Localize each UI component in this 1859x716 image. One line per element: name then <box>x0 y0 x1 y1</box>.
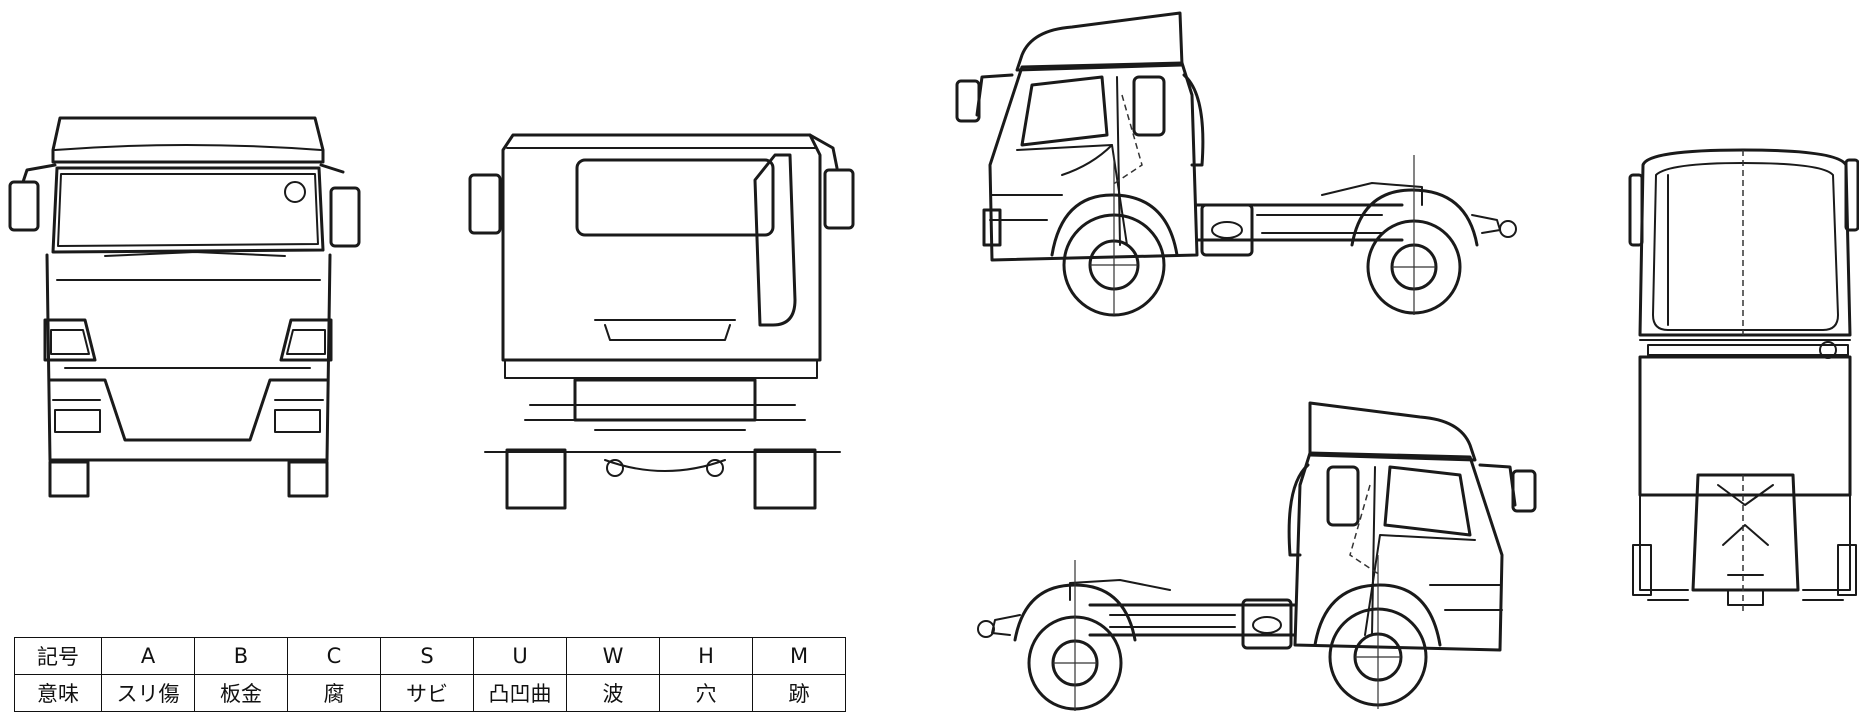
legend-meaning-cell: 腐 <box>287 674 381 712</box>
truck-right-side-view <box>952 5 1532 325</box>
truck-left-side-view <box>960 395 1540 715</box>
legend-code-cell: M <box>752 637 846 675</box>
legend-code-cell: B <box>194 637 288 675</box>
legend-meaning-cell: 波 <box>566 674 660 712</box>
legend-meaning-cell: スリ傷 <box>101 674 195 712</box>
legend-code-cell: S <box>380 637 474 675</box>
legend-row-label-code: 記号 <box>14 637 102 675</box>
legend-code-cell: A <box>101 637 195 675</box>
legend-code-row: 記号 A B C S U W H M <box>14 637 846 675</box>
damage-code-legend-table: 記号 A B C S U W H M 意味 スリ傷 板金 腐 サビ 凸凹曲 波 … <box>14 637 846 712</box>
truck-rear-view <box>465 120 855 510</box>
legend-meaning-cell: 板金 <box>194 674 288 712</box>
legend-meaning-cell: サビ <box>380 674 474 712</box>
legend-meaning-cell: 穴 <box>659 674 753 712</box>
truck-front-view <box>5 110 365 500</box>
truck-top-view <box>1628 145 1859 615</box>
legend-code-cell: U <box>473 637 567 675</box>
legend-meaning-cell: 凸凹曲 <box>473 674 567 712</box>
legend-code-cell: W <box>566 637 660 675</box>
legend-meaning-row: 意味 スリ傷 板金 腐 サビ 凸凹曲 波 穴 跡 <box>14 674 846 712</box>
legend-code-cell: C <box>287 637 381 675</box>
legend-meaning-cell: 跡 <box>752 674 846 712</box>
legend-code-cell: H <box>659 637 753 675</box>
legend-row-label-meaning: 意味 <box>14 674 102 712</box>
